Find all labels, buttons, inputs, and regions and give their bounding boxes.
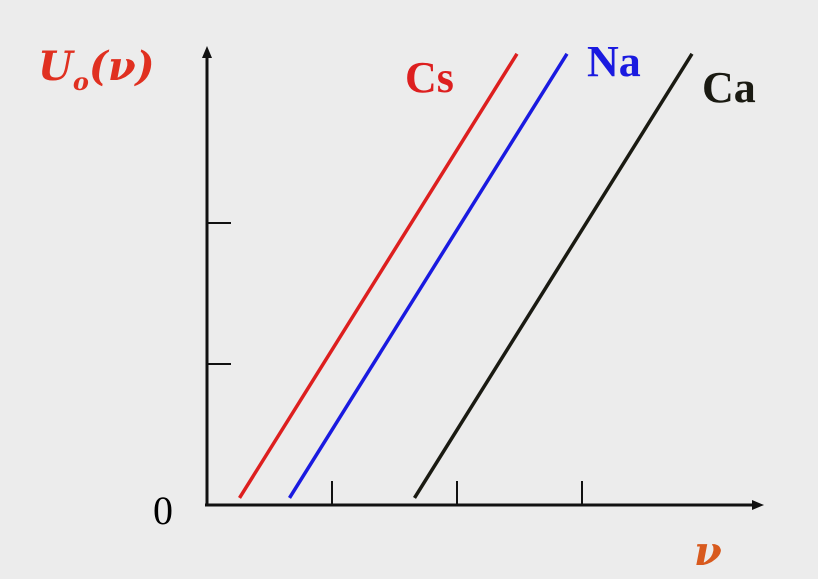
y-axis-label-paren: (ν)	[89, 43, 155, 90]
series-line-cs	[238, 52, 519, 499]
series-line-ca	[413, 52, 694, 499]
series-line-na	[288, 52, 569, 499]
series-label-cs: Cs	[405, 53, 454, 102]
y-axis-label: Uo(ν)	[38, 43, 155, 96]
origin-label: 0	[153, 488, 173, 533]
y-axis-label-main: U	[38, 43, 75, 90]
series-label-ca: Ca	[702, 63, 756, 112]
series-lines	[238, 52, 694, 499]
y-axis-label-sub: o	[73, 67, 89, 96]
series-label-na: Na	[587, 37, 641, 86]
axis-ticks	[207, 222, 583, 505]
x-axis-label: ν	[694, 528, 722, 575]
